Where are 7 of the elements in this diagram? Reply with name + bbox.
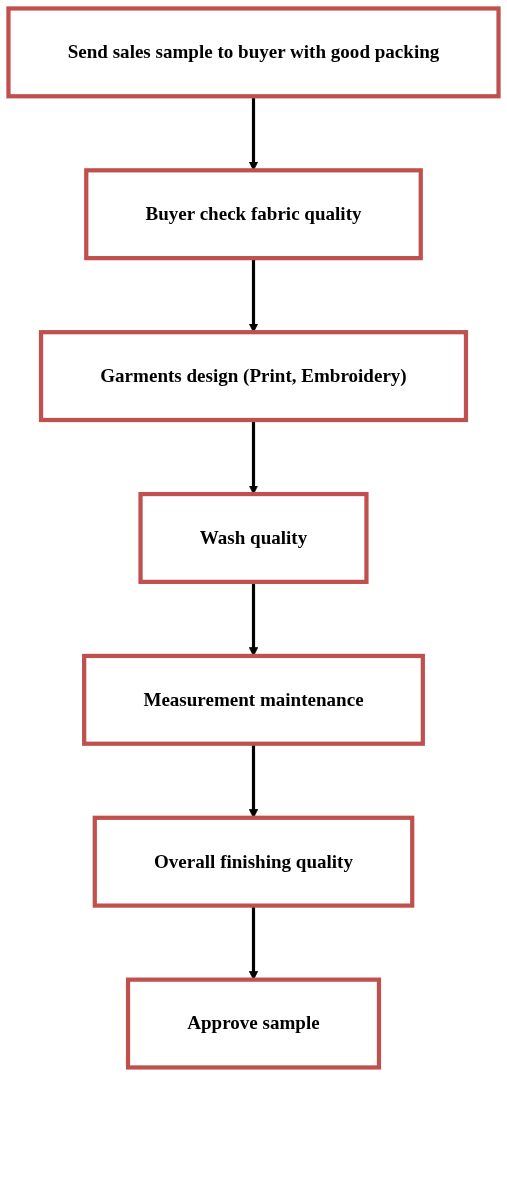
node-box: Buyer check fabric quality: [84, 168, 423, 261]
node-box: Send sales sample to buyer with good packing: [6, 6, 501, 99]
node-box: Measurement maintenance: [82, 653, 425, 746]
node-box: Overall finishing quality: [92, 815, 415, 908]
node-box: Wash quality: [138, 491, 369, 584]
node-box: Garments design (Print, Embroidery): [38, 330, 469, 423]
node-box: Approve sample: [125, 977, 382, 1070]
